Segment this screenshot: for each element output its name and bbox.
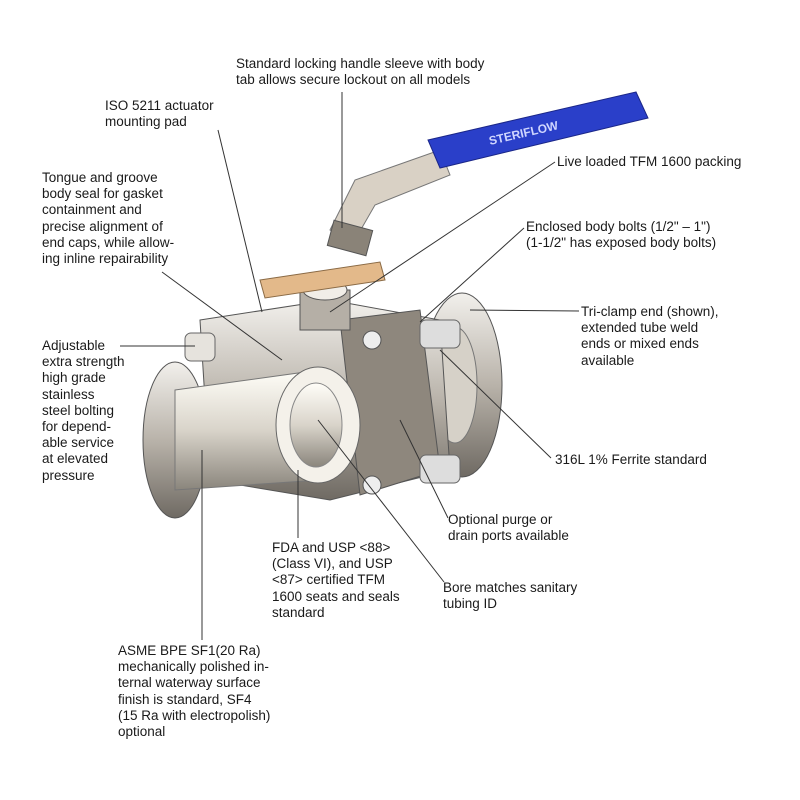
callout-purge-ports: Optional purge or drain ports available — [448, 512, 569, 544]
callout-live-loaded: Live loaded TFM 1600 packing — [557, 154, 742, 169]
callout-handle-sleeve: Standard locking handle sleeve with body… — [236, 56, 485, 88]
callout-bore: Bore matches sanitary tubing ID — [443, 580, 578, 612]
callout-adjustable-bolting: Adjustable extra strength high grade sta… — [42, 338, 125, 483]
callout-asme: ASME BPE SF1(20 Ra) mechanically polishe… — [118, 643, 271, 740]
callout-iso-pad: ISO 5211 actuator mounting pad — [105, 98, 214, 130]
callout-tongue-groove: Tongue and groove body seal for gasket c… — [42, 170, 175, 267]
adjustable-bolt — [184, 332, 216, 362]
leader-lines — [120, 92, 580, 640]
callout-ferrite: 316L 1% Ferrite standard — [555, 452, 707, 467]
callout-enclosed-bolts: Enclosed body bolts (1/2" – 1") (1-1/2" … — [526, 219, 717, 251]
callout-tri-clamp: Tri-clamp end (shown), extended tube wel… — [581, 304, 719, 368]
stem-assembly — [259, 261, 386, 331]
callout-fda-usp: FDA and USP <88> (Class VI), and USP <87… — [272, 540, 400, 620]
left-tri-clamp-end — [142, 361, 361, 519]
locking-handle: STERIFLOW — [326, 91, 649, 257]
